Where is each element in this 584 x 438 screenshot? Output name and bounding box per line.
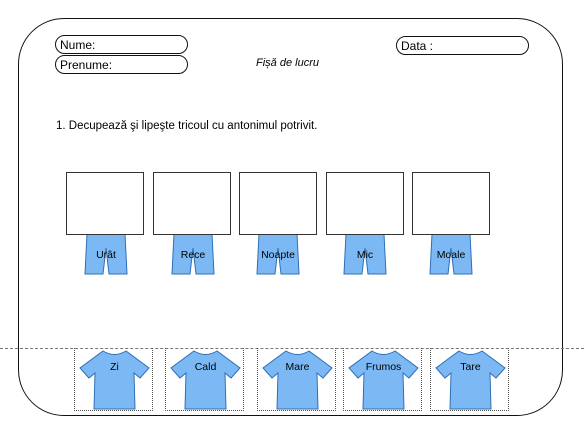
shorts-label: Mic — [356, 249, 374, 261]
paste-box-3[interactable] — [239, 172, 317, 235]
shorts-label: Noapte — [261, 249, 295, 261]
cut-line — [0, 348, 584, 349]
surname-field[interactable]: Prenume: — [55, 55, 188, 74]
shorts-icon — [84, 234, 128, 275]
shorts-icon — [256, 234, 300, 275]
paste-box-1[interactable] — [66, 172, 144, 235]
shorts-label: Rece — [180, 249, 206, 261]
tshirt-cutout[interactable]: Mare — [262, 350, 333, 410]
paste-box-2[interactable] — [153, 172, 231, 235]
shorts-target: Rece — [171, 234, 215, 276]
shorts-target: Noapte — [256, 234, 300, 276]
shorts-icon — [343, 234, 387, 275]
name-label: Nume: — [60, 38, 96, 52]
shorts-label: Moale — [436, 249, 466, 261]
tshirt-label: Zi — [110, 361, 119, 373]
tshirt-label: Mare — [285, 361, 310, 373]
shorts-target: Mic — [343, 234, 387, 276]
tshirt-icon — [262, 350, 333, 410]
shorts-icon — [171, 234, 215, 275]
shorts-icon — [429, 234, 473, 275]
tshirt-cutout[interactable]: Zi — [79, 350, 150, 410]
date-field[interactable]: Data : — [396, 36, 529, 55]
cutout-card[interactable]: Zi — [74, 348, 153, 411]
name-field[interactable]: Nume: — [55, 35, 188, 54]
tshirt-icon — [79, 350, 150, 410]
paste-box-4[interactable] — [326, 172, 404, 235]
tshirt-icon — [435, 350, 506, 410]
shorts-target: Moale — [429, 234, 473, 276]
tshirt-cutout[interactable]: Cald — [170, 350, 241, 410]
instruction-text: 1. Decupează şi lipeşte tricoul cu anton… — [56, 120, 318, 132]
paste-box-5[interactable] — [412, 172, 490, 235]
tshirt-label: Frumos — [365, 361, 402, 373]
worksheet-title: Fișă de lucru — [256, 57, 319, 69]
cutout-card[interactable]: Cald — [165, 348, 244, 411]
tshirt-label: Tare — [460, 361, 481, 373]
cutout-card[interactable]: Frumos — [343, 348, 422, 411]
shorts-target: Urât — [84, 234, 128, 276]
tshirt-icon — [348, 350, 419, 410]
tshirt-cutout[interactable]: Tare — [435, 350, 506, 410]
tshirt-icon — [170, 350, 241, 410]
tshirt-label: Cald — [194, 361, 217, 373]
worksheet-frame — [18, 18, 563, 416]
cutout-card[interactable]: Mare — [257, 348, 336, 411]
cutout-card[interactable]: Tare — [430, 348, 509, 411]
tshirt-cutout[interactable]: Frumos — [348, 350, 419, 410]
surname-label: Prenume: — [60, 58, 113, 72]
shorts-label: Urât — [96, 249, 116, 261]
date-label: Data : — [401, 39, 434, 53]
